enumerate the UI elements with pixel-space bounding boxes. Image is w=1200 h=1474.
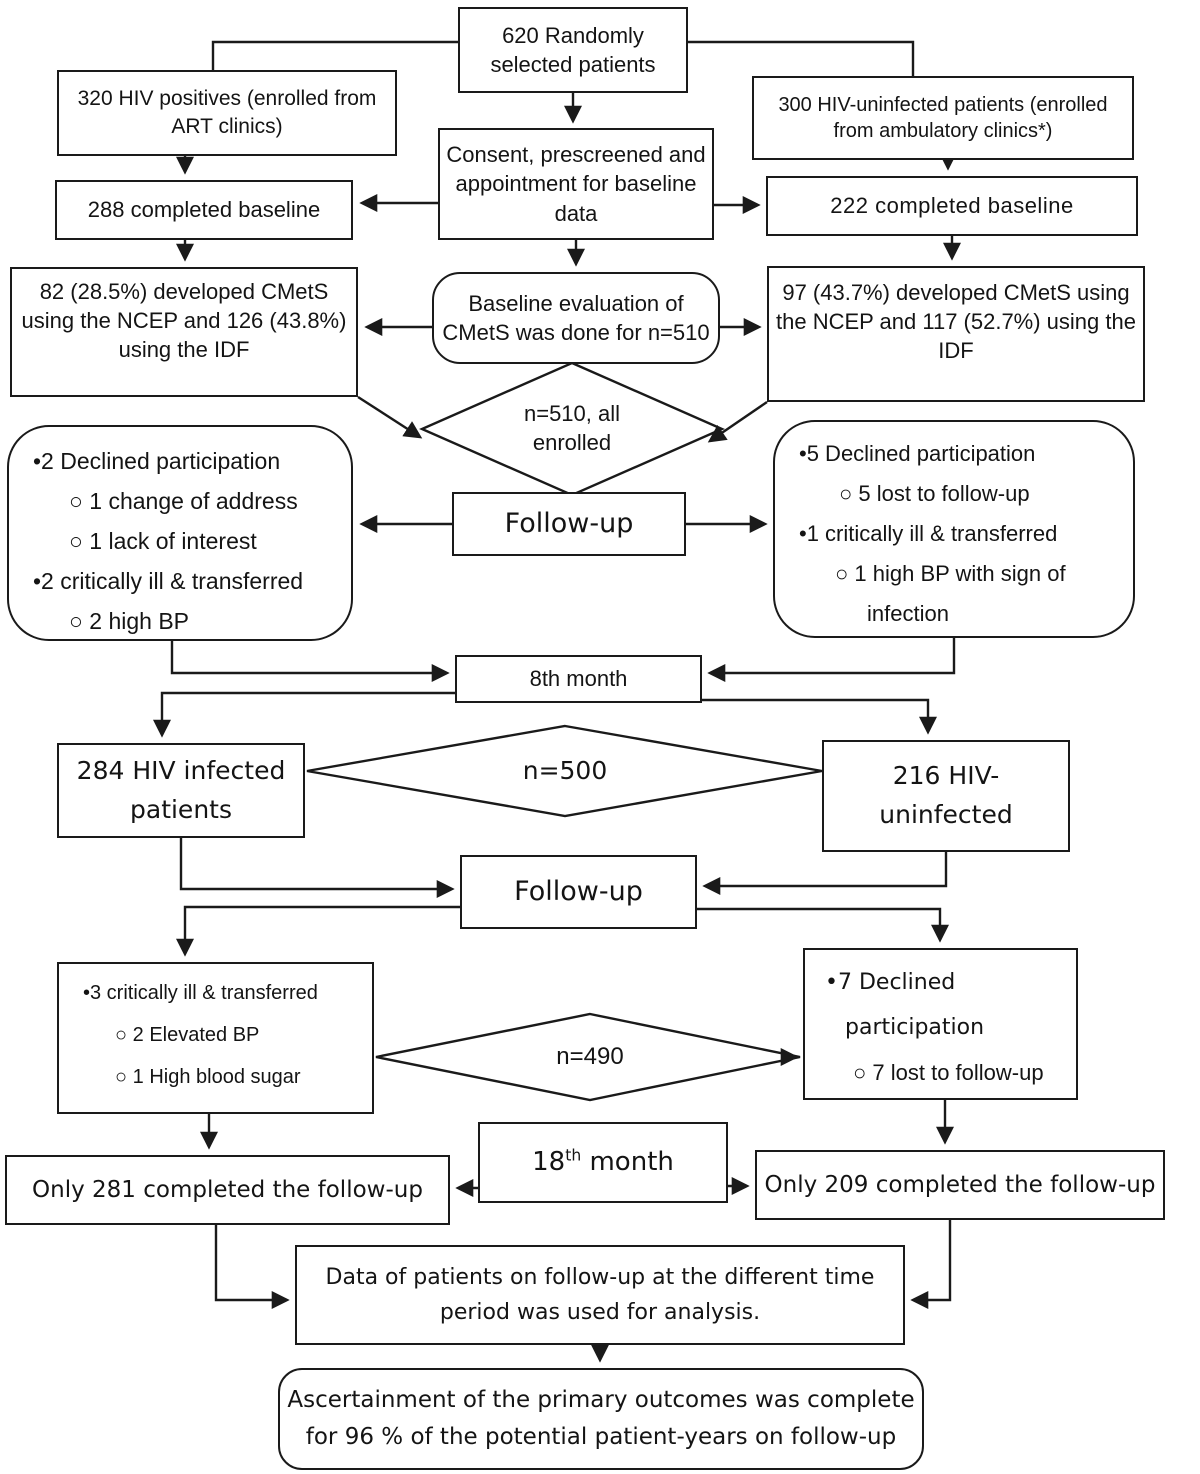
diamond-n500-shape xyxy=(306,724,823,818)
connector-arrow xyxy=(153,691,455,738)
text-line: •2 Declined participation xyxy=(33,448,281,474)
text-line: 320 HIV positives (enrolled from xyxy=(77,87,377,111)
text-line: participation xyxy=(845,1015,985,1040)
node-ascertainment: Ascertainment of the primary outcomes wa… xyxy=(278,1368,924,1470)
text-line: selected patients xyxy=(490,52,656,77)
text-line: 8th month xyxy=(529,666,628,692)
text-line: Follow-up xyxy=(504,508,634,540)
text-line: ○ 2 Elevated BP xyxy=(115,1024,260,1046)
text-line: ○ 1 change of address xyxy=(69,488,298,514)
node-288-completed-baseline: 288 completed baseline xyxy=(55,180,353,240)
node-3-critically-ill: •3 critically ill & transferred ○ 2 Elev… xyxy=(57,962,374,1114)
node-follow-up-2: Follow-up xyxy=(460,855,697,929)
node-216-hiv-uninfected: 216 HIV- uninfected xyxy=(822,740,1070,852)
diamond-510-label: n=510, all enrolled xyxy=(472,398,672,460)
text-line: the NCEP and 117 (52.7%) using the xyxy=(776,309,1136,335)
text-line: period was used for analysis. xyxy=(439,1300,761,1325)
node-620-randomly-selected: 620 Randomly selected patients xyxy=(458,7,688,93)
text-line: 620 Randomly xyxy=(502,22,644,48)
connector-arrow xyxy=(707,638,956,682)
text-line: Ascertainment of the primary outcomes wa… xyxy=(287,1387,915,1414)
node-right-declined-participation: •5 Declined participation ○ 5 lost to fo… xyxy=(773,420,1135,638)
text-line: •2 critically ill & transferred xyxy=(33,568,304,594)
text-line: Only 281 completed the follow-up xyxy=(32,1176,423,1203)
diamond-500-label: n=500 xyxy=(465,754,665,788)
text-line: 300 HIV-uninfected patients (enrolled xyxy=(778,93,1108,116)
text-line: Data of patients on follow-up at the dif… xyxy=(325,1264,875,1290)
node-analysis-data: Data of patients on follow-up at the dif… xyxy=(295,1245,905,1345)
node-320-hiv-positives: 320 HIV positives (enrolled from ART cli… xyxy=(57,70,397,156)
connector-arrow xyxy=(702,852,948,895)
text-line: ○ 2 high BP xyxy=(69,608,190,634)
diamond-n490-shape xyxy=(375,1012,801,1102)
node-baseline-evaluation: Baseline evaluation of CMetS was done fo… xyxy=(432,272,720,364)
text-line: ○ 1 high BP with sign of xyxy=(835,561,1066,586)
text-line: IDF xyxy=(938,338,974,364)
text-line: •3 critically ill & transferred xyxy=(83,982,318,1004)
text-line: from ambulatory clinics*) xyxy=(833,120,1053,142)
text-line: Only 209 completed the follow-up xyxy=(764,1171,1156,1198)
connector-arrow xyxy=(357,395,423,439)
text-line: uninfected xyxy=(879,800,1013,829)
connector-arrow xyxy=(702,698,937,735)
text-line: Baseline evaluation of xyxy=(468,290,684,316)
text-line: ○ 5 lost to follow-up xyxy=(839,481,1030,506)
text-line: 288 completed baseline xyxy=(87,197,321,223)
text-line: 82 (28.5%) developed CMetS xyxy=(39,279,329,304)
text-line: 284 HIV infected xyxy=(76,755,286,785)
node-284-hiv-infected: 284 HIV infected patients xyxy=(57,743,305,838)
text-line: data xyxy=(554,200,598,226)
node-300-hiv-uninfected: 300 HIV-uninfected patients (enrolled fr… xyxy=(752,76,1134,160)
ordinal-superscript: th xyxy=(565,1146,582,1165)
node-97-developed-cmets: 97 (43.7%) developed CMetS using the NCE… xyxy=(767,266,1145,402)
connector-arrow xyxy=(179,838,455,898)
connector-arrow xyxy=(910,1220,952,1309)
text-line: 222 completed baseline xyxy=(830,193,1074,219)
text-line: 216 HIV- xyxy=(892,761,1000,791)
connector-arrow xyxy=(170,641,450,682)
text-line: Follow-up xyxy=(514,876,643,908)
node-left-declined-participation: •2 Declined participation ○ 1 change of … xyxy=(7,425,353,641)
text-line: appointment for baseline xyxy=(455,171,697,197)
diamond-490-label: n=490 xyxy=(490,1042,690,1072)
node-8th-month: 8th month xyxy=(455,655,702,703)
text-line: Consent, prescreened and xyxy=(446,142,706,168)
node-18th-month: 18th month xyxy=(478,1122,728,1203)
text-line: ○ 1 High blood sugar xyxy=(115,1066,301,1088)
connector-line xyxy=(688,40,915,77)
text-line: •7 Declined xyxy=(825,970,956,995)
connector-arrow xyxy=(707,401,768,443)
text-line: enrolled xyxy=(532,430,612,455)
text-line: ART clinics) xyxy=(171,115,283,138)
node-82-developed-cmets: 82 (28.5%) developed CMetS using the NCE… xyxy=(10,267,358,397)
node-follow-up-1: Follow-up xyxy=(452,492,686,556)
text-line: 18th month xyxy=(532,1145,674,1179)
text-line: using the NCEP and 126 (43.8%) xyxy=(21,308,347,334)
text-line: for 96 % of the potential patient-years … xyxy=(305,1424,897,1450)
connector-arrow xyxy=(214,1225,290,1309)
month-number: 18 xyxy=(532,1147,566,1178)
month-word: month xyxy=(581,1147,674,1178)
text-line: n=490 xyxy=(556,1043,624,1071)
text-line: 97 (43.7%) developed CMetS using xyxy=(782,280,1130,305)
node-222-completed-baseline: 222 completed baseline xyxy=(766,176,1138,236)
node-consent-prescreened: Consent, prescreened and appointment for… xyxy=(438,128,714,240)
connector-arrow xyxy=(697,907,949,943)
node-209-completed: Only 209 completed the follow-up xyxy=(755,1150,1165,1220)
text-line: •1 critically ill & transferred xyxy=(799,521,1058,546)
text-line: patients xyxy=(130,794,232,824)
text-line: •5 Declined participation xyxy=(799,441,1036,466)
connector-line xyxy=(211,40,458,71)
text-line: n=510, all xyxy=(523,401,621,427)
text-line: using the IDF xyxy=(118,337,250,363)
text-line: ○ 7 lost to follow-up xyxy=(853,1060,1044,1085)
text-line: CMetS was done for n=510 xyxy=(442,320,710,345)
connector-arrow xyxy=(176,905,460,957)
node-281-completed: Only 281 completed the follow-up xyxy=(5,1155,450,1225)
text-line: infection xyxy=(867,601,949,626)
text-line: n=500 xyxy=(522,755,608,785)
text-line: ○ 1 lack of interest xyxy=(69,528,257,554)
node-7-declined-participation: •7 Declined participation ○ 7 lost to fo… xyxy=(803,948,1078,1100)
